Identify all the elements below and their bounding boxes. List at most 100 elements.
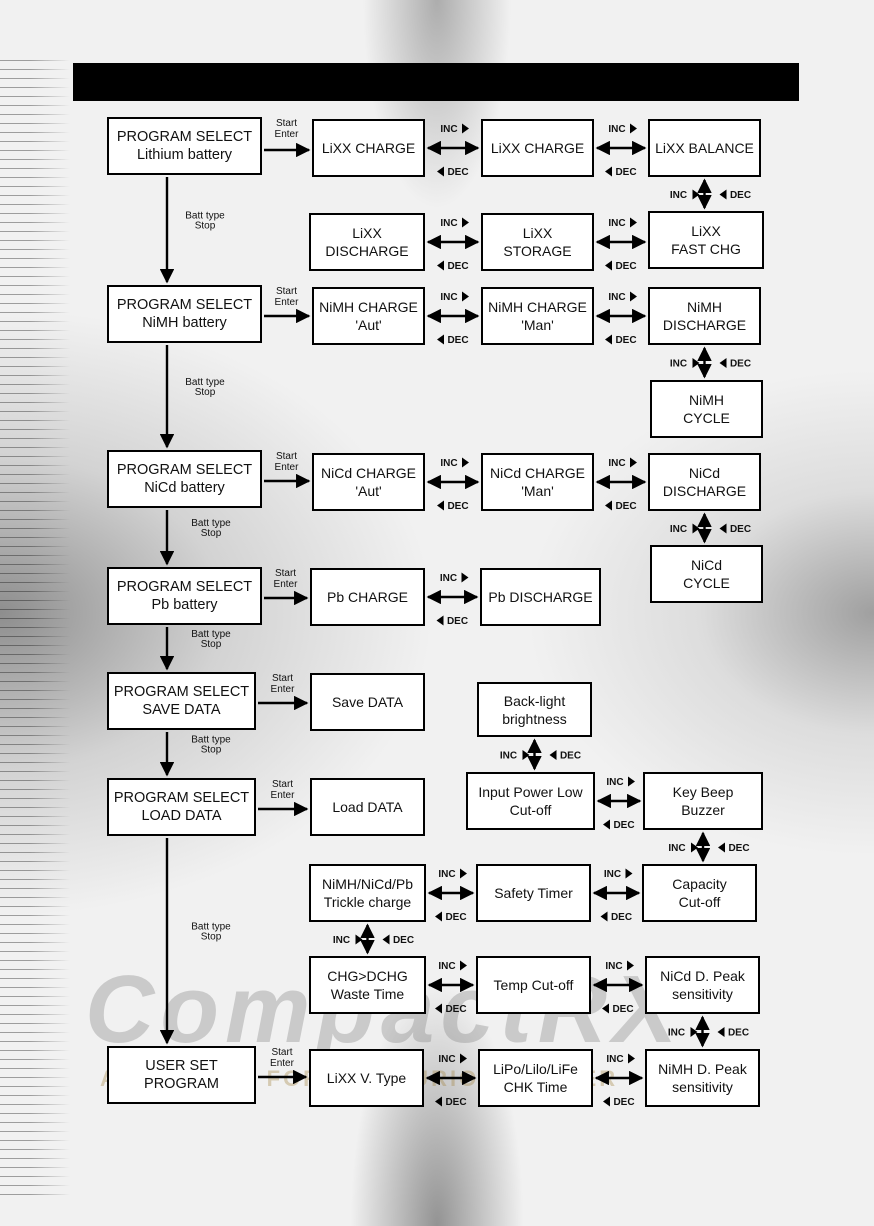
- inc-label: INC: [440, 218, 457, 229]
- stop-label: Stop: [195, 387, 216, 398]
- mode-box-b2: NiMH CHARGE 'Man': [481, 287, 594, 345]
- dec-label: DEC: [730, 524, 751, 535]
- dec-label: DEC: [447, 616, 468, 627]
- program-select-box-l6: PROGRAM SELECT LOAD DATA: [107, 778, 256, 836]
- dec-label: DEC: [447, 335, 468, 346]
- stop-label: Stop: [201, 639, 222, 650]
- mode-box-g6: NiMH/NiCd/Pb Trickle charge: [309, 864, 426, 922]
- dec-triangle-icon: [435, 1003, 442, 1014]
- mode-box-g7: CHG>DCHG Waste Time: [309, 956, 426, 1014]
- inc-triangle-icon: [460, 868, 467, 879]
- mode-box-g5: Safety Timer: [476, 864, 591, 922]
- mode-box-b4: NiMH CYCLE: [650, 380, 763, 438]
- dec-label: DEC: [445, 912, 466, 923]
- inc-triangle-icon: [522, 750, 530, 760]
- start-label: Start: [276, 286, 297, 297]
- inc-label: INC: [438, 869, 455, 880]
- dec-label: DEC: [447, 167, 468, 178]
- inc-triangle-icon: [692, 189, 700, 200]
- program-select-box-l5: PROGRAM SELECT SAVE DATA: [107, 672, 256, 730]
- header-bar: [73, 63, 799, 101]
- inc-triangle-icon: [460, 960, 467, 971]
- enter-label: Enter: [270, 1058, 295, 1069]
- mode-box-c3: NiCd DISCHARGE: [648, 453, 761, 511]
- dec-label: DEC: [445, 1097, 466, 1108]
- inc-triangle-icon: [461, 572, 469, 583]
- inc-triangle-icon: [692, 358, 700, 368]
- inc-label: INC: [605, 961, 622, 972]
- enter-label: Enter: [275, 129, 300, 140]
- inc-label: INC: [604, 869, 621, 880]
- dec-triangle-icon: [437, 500, 444, 511]
- inc-label: INC: [438, 1054, 455, 1065]
- mode-box-f1: Load DATA: [310, 778, 425, 836]
- dec-triangle-icon: [719, 358, 727, 368]
- inc-label: INC: [606, 777, 623, 788]
- start-label: Start: [275, 568, 296, 579]
- inc-label: INC: [670, 190, 687, 201]
- dec-label: DEC: [615, 167, 636, 178]
- dec-triangle-icon: [718, 842, 725, 853]
- dec-triangle-icon: [437, 334, 444, 345]
- inc-triangle-icon: [628, 776, 635, 787]
- enter-label: Enter: [275, 297, 300, 308]
- inc-label: INC: [440, 124, 457, 135]
- inc-label: INC: [668, 843, 685, 854]
- dec-triangle-icon: [602, 1003, 609, 1014]
- batt-type-label: Batt type: [185, 377, 225, 388]
- dec-triangle-icon: [603, 1096, 610, 1107]
- inc-label: INC: [670, 524, 687, 535]
- mode-box-g9: NiCd D. Peak sensitivity: [645, 956, 760, 1014]
- inc-triangle-icon: [630, 123, 637, 134]
- mode-box-c2: NiCd CHARGE 'Man': [481, 453, 594, 511]
- dec-triangle-icon: [605, 166, 612, 177]
- inc-triangle-icon: [628, 1053, 635, 1064]
- program-select-box-l2: PROGRAM SELECT NiMH battery: [107, 285, 262, 343]
- inc-triangle-icon: [630, 457, 637, 468]
- mode-box-c1: NiCd CHARGE 'Aut': [312, 453, 425, 511]
- inc-triangle-icon: [630, 217, 637, 228]
- dec-triangle-icon: [717, 1027, 725, 1037]
- inc-label: INC: [440, 458, 457, 469]
- mode-box-g12: LiXX V. Type: [309, 1049, 424, 1107]
- dec-label: DEC: [613, 1097, 634, 1108]
- dec-triangle-icon: [435, 1096, 442, 1107]
- mode-box-a3: LiXX BALANCE: [648, 119, 761, 177]
- program-select-box-l1: PROGRAM SELECT Lithium battery: [107, 117, 262, 175]
- dec-label: DEC: [728, 1028, 749, 1039]
- stop-label: Stop: [201, 745, 222, 756]
- stop-label: Stop: [195, 221, 216, 232]
- mode-box-b3: NiMH DISCHARGE: [648, 287, 761, 345]
- inc-label: INC: [670, 359, 687, 370]
- inc-label: INC: [440, 573, 457, 584]
- mode-box-g10: NiMH D. Peak sensitivity: [645, 1049, 760, 1107]
- program-select-box-l7: USER SET PROGRAM: [107, 1046, 256, 1104]
- inc-triangle-icon: [462, 291, 469, 302]
- batt-type-label: Batt type: [185, 211, 225, 222]
- mode-box-d2: Pb DISCHARGE: [480, 568, 601, 626]
- inc-label: INC: [608, 124, 625, 135]
- mode-box-g8: Temp Cut-off: [476, 956, 591, 1014]
- inc-triangle-icon: [690, 1027, 698, 1037]
- batt-type-label: Batt type: [191, 518, 231, 529]
- batt-type-label: Batt type: [191, 922, 231, 933]
- mode-box-a1: LiXX CHARGE: [312, 119, 425, 177]
- inc-triangle-icon: [692, 523, 700, 534]
- inc-label: INC: [606, 1054, 623, 1065]
- batt-type-label: Batt type: [191, 735, 231, 746]
- inc-triangle-icon: [625, 868, 633, 879]
- inc-label: INC: [608, 292, 625, 303]
- mode-box-a5: LiXX STORAGE: [481, 213, 594, 271]
- enter-label: Enter: [271, 790, 296, 801]
- inc-label: INC: [438, 961, 455, 972]
- inc-triangle-icon: [462, 457, 469, 468]
- mode-box-g2: Input Power Low Cut-off: [466, 772, 595, 830]
- mode-box-e1: Save DATA: [310, 673, 425, 731]
- inc-label: INC: [608, 458, 625, 469]
- inc-label: INC: [500, 751, 517, 762]
- dec-triangle-icon: [605, 260, 612, 271]
- ruler-decoration: [0, 60, 70, 1200]
- program-select-box-l3: PROGRAM SELECT NiCd battery: [107, 450, 262, 508]
